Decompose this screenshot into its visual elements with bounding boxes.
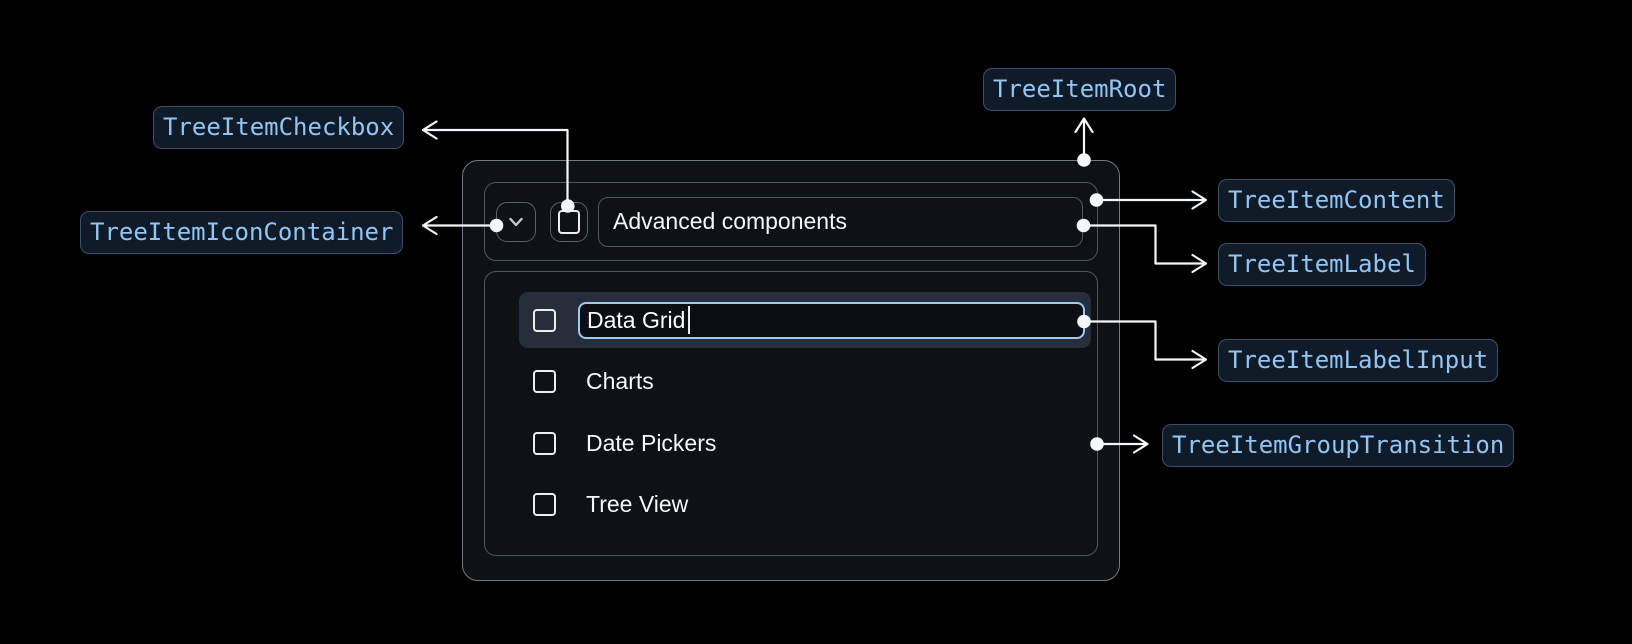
item-label: Charts <box>586 368 654 394</box>
anatomy-label-tree-item-content: TreeItemContent <box>1218 179 1455 222</box>
item-label: Tree View <box>586 491 689 517</box>
checkbox-unchecked-icon[interactable] <box>533 431 556 455</box>
anatomy-label-tree-item-root: TreeItemRoot <box>983 68 1177 111</box>
tree-item-row-charts[interactable]: Charts <box>519 354 1091 410</box>
tree-item-checkbox[interactable] <box>550 201 588 242</box>
tree-item-group-transition: Data Grid Charts Date Pickers Tree View <box>484 271 1098 556</box>
tree-item-icon-container[interactable] <box>496 201 536 242</box>
parent-item-label: Advanced components <box>613 208 847 234</box>
anatomy-label-tree-item-group-transition: TreeItemGroupTransition <box>1162 424 1515 467</box>
anatomy-label-tree-item-checkbox: TreeItemCheckbox <box>153 106 405 149</box>
anatomy-label-tree-item-label: TreeItemLabel <box>1218 243 1426 286</box>
item-label: Date Pickers <box>586 429 717 456</box>
tree-item-root: Advanced components Data Grid Charts Dat… <box>462 160 1120 581</box>
tree-item-label[interactable]: Advanced components <box>598 196 1083 247</box>
tree-item-content[interactable]: Advanced components <box>484 182 1098 261</box>
tree-item-row-data-grid[interactable]: Data Grid <box>519 292 1091 348</box>
chevron-down-icon <box>509 217 523 226</box>
anatomy-label-tree-item-label-input: TreeItemLabelInput <box>1218 339 1499 382</box>
checkbox-unchecked-icon[interactable] <box>533 493 556 516</box>
tree-item-row-date-pickers[interactable]: Date Pickers <box>519 415 1091 471</box>
checkbox-unchecked-icon <box>558 209 580 234</box>
anatomy-label-tree-item-icon-container: TreeItemIconContainer <box>80 211 404 254</box>
tree-item-row-tree-view[interactable]: Tree View <box>519 477 1091 533</box>
checkbox-unchecked-icon[interactable] <box>533 370 556 393</box>
checkbox-unchecked-icon[interactable] <box>533 308 556 332</box>
tree-item-label-input[interactable]: Data Grid <box>578 301 1085 339</box>
text-caret <box>688 306 691 334</box>
label-input-value: Data Grid <box>587 306 686 333</box>
